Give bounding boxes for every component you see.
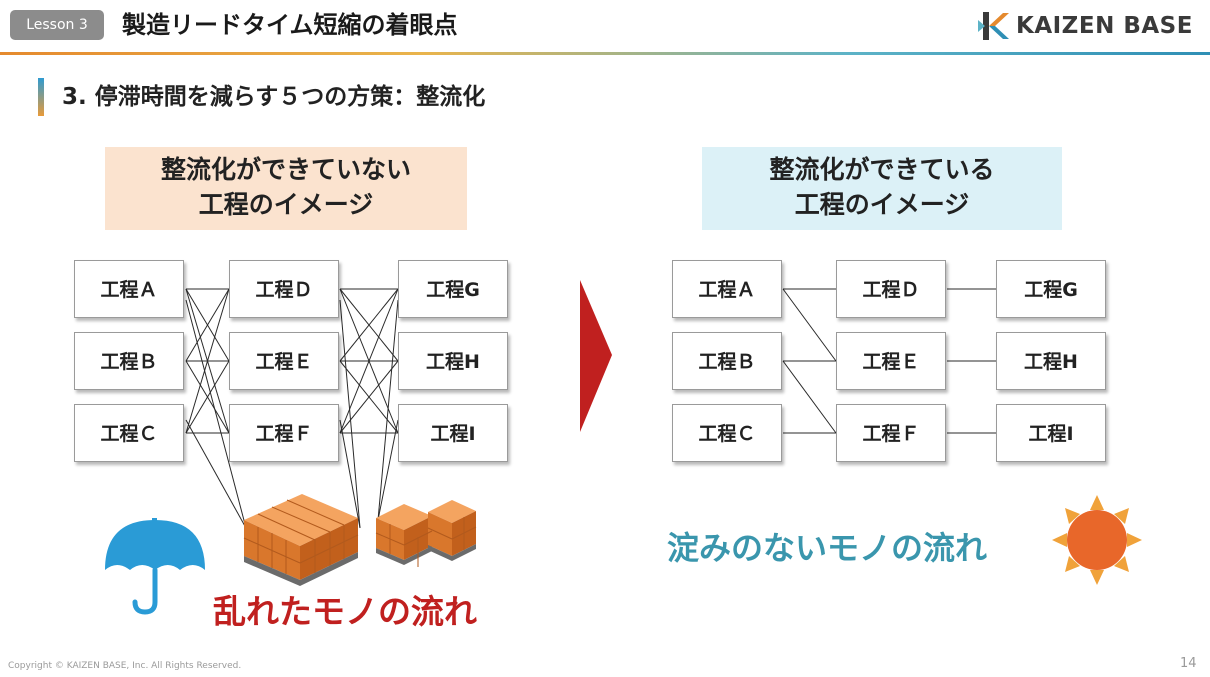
umbrella-icon — [105, 518, 205, 615]
lesson-badge: Lesson 3 — [10, 10, 104, 40]
caption-rectified: 整流化ができている 工程のイメージ — [702, 147, 1062, 230]
tangled-connectors — [185, 288, 399, 529]
caption-line-1: 整流化ができている — [769, 155, 995, 184]
process-box-a: 工程Ａ — [672, 260, 782, 318]
header-divider — [0, 52, 1210, 55]
process-box-e: 工程Ｅ — [836, 332, 946, 390]
caption-line-2: 工程のイメージ — [198, 190, 374, 219]
section-accent-bar — [38, 78, 44, 116]
inventory-boxes-icon — [243, 494, 477, 586]
process-box-e: 工程Ｅ — [229, 332, 339, 390]
caption-not-rectified: 整流化ができていない 工程のイメージ — [105, 147, 467, 230]
caption-line-2: 工程のイメージ — [794, 190, 970, 219]
orderly-connectors — [782, 288, 996, 434]
logo-mark-icon — [978, 12, 1009, 40]
page-number: 14 — [1180, 656, 1197, 671]
process-box-h: 工程H — [996, 332, 1106, 390]
process-box-f: 工程Ｆ — [836, 404, 946, 462]
kaizen-base-logo: KAIZEN BASE — [976, 10, 1202, 42]
process-box-g: 工程G — [996, 260, 1106, 318]
sun-icon — [1052, 495, 1142, 585]
process-box-a: 工程Ａ — [74, 260, 184, 318]
logo-text: KAIZEN BASE — [1016, 13, 1193, 39]
smooth-flow-message: 淀みのないモノの流れ — [667, 529, 988, 567]
process-box-b: 工程Ｂ — [74, 332, 184, 390]
process-box-d: 工程Ｄ — [229, 260, 339, 318]
process-box-h: 工程H — [398, 332, 508, 390]
copyright-notice: Copyright © KAIZEN BASE, Inc. All Rights… — [8, 661, 242, 671]
process-box-d: 工程Ｄ — [836, 260, 946, 318]
process-box-c: 工程Ｃ — [672, 404, 782, 462]
section-title: 3. 停滞時間を減らす５つの方策：整流化 — [62, 84, 486, 110]
transition-arrow-icon — [580, 280, 612, 432]
process-box-f: 工程Ｆ — [229, 404, 339, 462]
caption-line-1: 整流化ができていない — [160, 155, 411, 184]
process-box-i: 工程I — [398, 404, 508, 462]
slide-title: 製造リードタイム短縮の着眼点 — [122, 11, 458, 39]
process-box-c: 工程Ｃ — [74, 404, 184, 462]
disordered-flow-message: 乱れたモノの流れ — [213, 592, 477, 631]
process-box-g: 工程G — [398, 260, 508, 318]
process-box-b: 工程Ｂ — [672, 332, 782, 390]
process-box-i: 工程I — [996, 404, 1106, 462]
